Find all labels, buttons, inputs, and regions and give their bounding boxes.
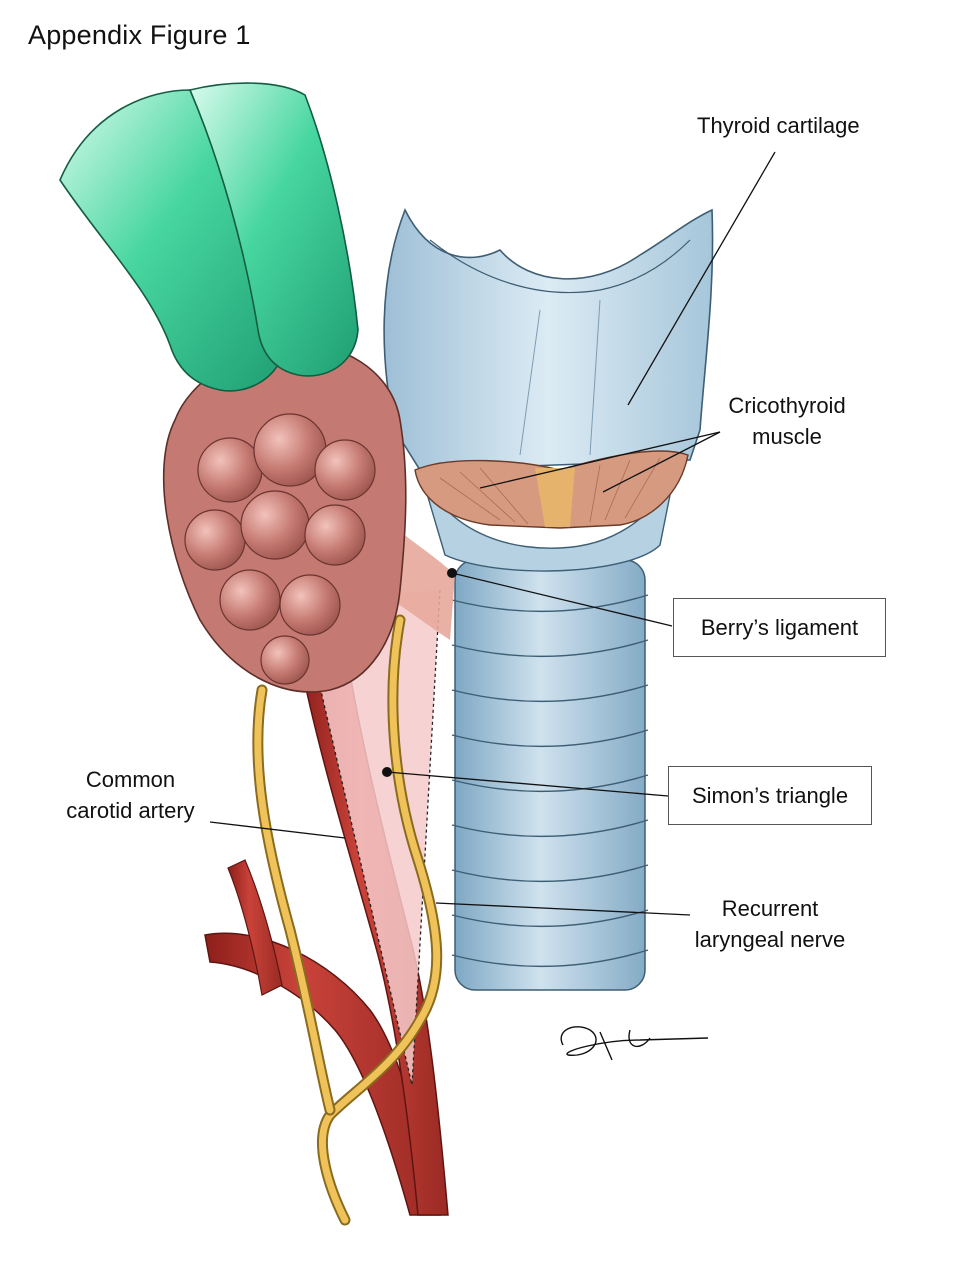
leader-lines [209,151,776,916]
retractor-illustration [59,82,359,392]
label-recurrent-line1: Recurrent [721,896,819,921]
label-cricothyroid-line2: muscle [752,424,822,449]
label-carotid-line1: Common [85,767,176,792]
berrys-ligament-marker [447,568,457,578]
figure-title: Appendix Figure 1 [28,20,251,50]
simons-triangle-marker [382,767,392,777]
label-berrys-ligament: Berry’s ligament [673,598,886,657]
thyroid-gland-illustration [162,343,407,693]
artist-signature [560,1026,709,1061]
simons-triangle-region [300,590,440,1085]
label-cricothyroid-muscle: Cricothyroid muscle [712,390,862,452]
cricothyroid-muscle-illustration [414,450,689,529]
label-cricothyroid-line1: Cricothyroid [728,393,846,418]
larynx-illustration [383,208,714,572]
label-thyroid-cartilage-text: Thyroid cartilage [697,113,860,138]
nerve-illustration [252,614,443,1226]
label-carotid-line2: carotid artery [66,798,195,823]
label-thyroid-cartilage: Thyroid cartilage [697,110,860,141]
trachea-illustration [451,559,649,991]
label-common-carotid-artery: Common carotid artery [48,764,213,826]
label-recurrent-laryngeal-nerve: Recurrent laryngeal nerve [680,893,860,955]
label-simons-triangle-text: Simon’s triangle [691,783,849,808]
label-simons-triangle: Simon’s triangle [668,766,872,825]
label-recurrent-line2: laryngeal nerve [694,927,846,952]
label-berrys-ligament-text: Berry’s ligament [700,615,859,640]
